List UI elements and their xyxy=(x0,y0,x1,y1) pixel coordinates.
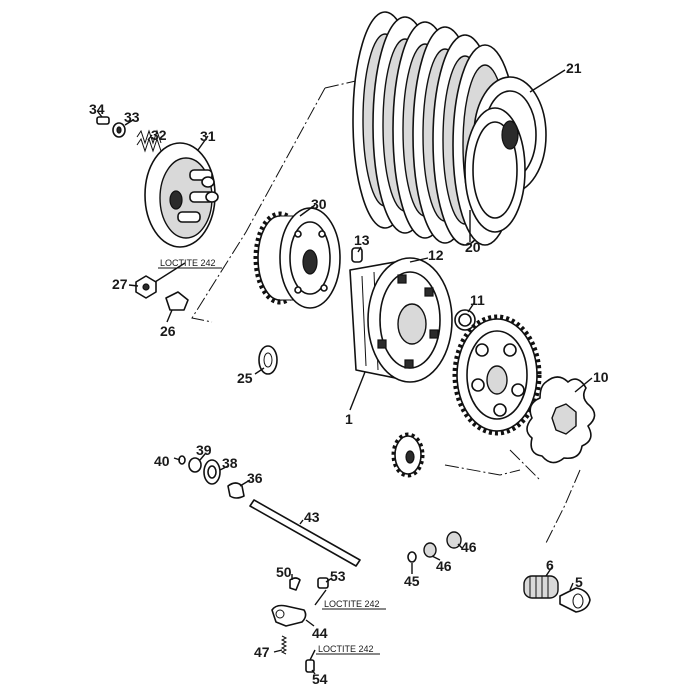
label-34: 34 xyxy=(89,101,105,117)
pin xyxy=(351,247,363,263)
label-6: 6 xyxy=(546,557,554,573)
label-12: 12 xyxy=(428,247,444,263)
clutch-plate-stack xyxy=(352,11,547,246)
bearing-rollers xyxy=(407,531,462,563)
label-47: 47 xyxy=(254,644,270,660)
loctite-note-bolt: LOCTITE 242 xyxy=(318,644,374,654)
push-rod xyxy=(249,499,361,567)
label-33: 33 xyxy=(124,109,140,125)
label-31: 31 xyxy=(200,128,216,144)
label-1: 1 xyxy=(345,411,353,427)
label-11: 11 xyxy=(470,292,485,308)
label-39: 39 xyxy=(196,442,212,458)
label-5: 5 xyxy=(575,574,583,590)
inner-clutch-hub xyxy=(349,257,453,383)
label-20: 20 xyxy=(465,239,481,255)
pressure-plate xyxy=(144,142,219,248)
bushing xyxy=(454,309,476,331)
rotor-disc xyxy=(526,376,596,464)
label-30: 30 xyxy=(311,196,327,212)
part-number-labels: 21 20 30 13 12 11 10 1 25 26 27 31 32 33… xyxy=(89,60,609,687)
label-46-upper: 46 xyxy=(461,539,477,555)
label-50: 50 xyxy=(276,564,292,580)
label-43: 43 xyxy=(304,509,320,525)
label-38: 38 xyxy=(222,455,238,471)
label-44: 44 xyxy=(312,625,328,641)
release-lever-assembly xyxy=(271,577,329,673)
leader-lines xyxy=(97,69,593,675)
label-53: 53 xyxy=(330,568,346,584)
label-21: 21 xyxy=(566,60,582,76)
label-10: 10 xyxy=(593,369,609,385)
label-46-lower: 46 xyxy=(436,558,452,574)
label-45: 45 xyxy=(404,573,420,589)
thrust-washer xyxy=(258,345,278,375)
label-40: 40 xyxy=(154,453,170,469)
loctite-note-nut: LOCTITE 242 xyxy=(160,258,216,268)
needle-bearing-sleeve xyxy=(523,575,591,613)
assembly-axes xyxy=(191,79,581,546)
label-26: 26 xyxy=(160,323,176,339)
label-27: 27 xyxy=(112,276,128,292)
nut-and-lockwasher xyxy=(135,275,189,311)
label-13: 13 xyxy=(354,232,370,248)
label-54: 54 xyxy=(312,671,328,687)
primary-gear xyxy=(391,314,542,478)
outer-basket-gear xyxy=(253,207,341,309)
loctite-notes: LOCTITE 242 LOCTITE 242 LOCTITE 242 xyxy=(158,258,386,655)
label-25: 25 xyxy=(237,370,253,386)
loctite-note-screw: LOCTITE 242 xyxy=(324,599,380,609)
label-32: 32 xyxy=(151,127,167,143)
label-36: 36 xyxy=(247,470,263,486)
spring-washer-screw xyxy=(96,116,162,153)
